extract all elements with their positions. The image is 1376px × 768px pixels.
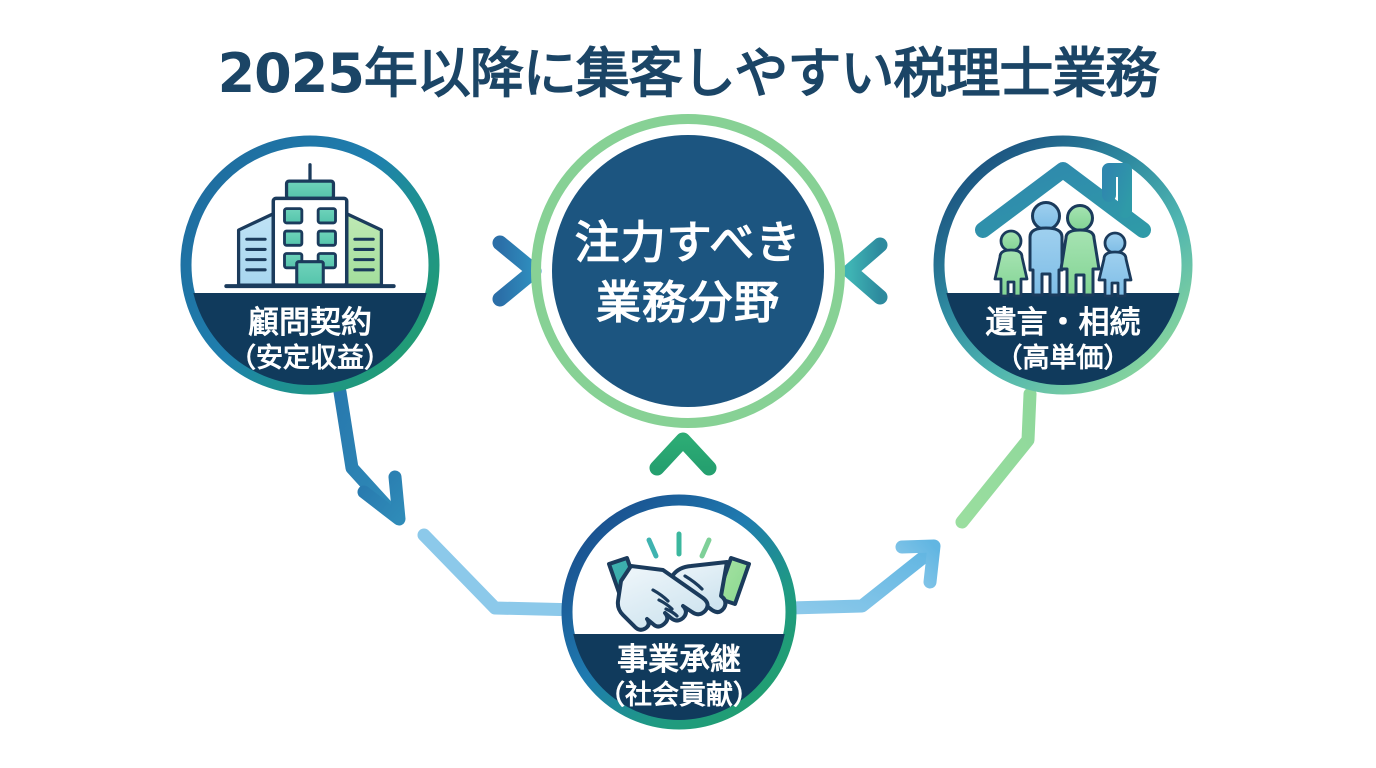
node-center-focus[interactable]: 注力すべき 業務分野: [531, 114, 845, 428]
node-yuigon-sozoku[interactable]: 遺言・相続 （高単価）: [933, 135, 1193, 423]
node-label-jigyo-sub: （社会貢献）: [598, 679, 760, 711]
node-label-komon-main: 顧問契約: [248, 305, 372, 341]
family-father: [1028, 201, 1064, 297]
page-title: 2025年以降に集客しやすい税理士業務: [218, 42, 1161, 105]
center-disc: [552, 135, 824, 407]
node-label-yuigon-sub: （高単価）: [996, 342, 1131, 374]
node-label-komon-sub: （安定収益）: [229, 342, 391, 374]
office-building-icon: [224, 163, 396, 289]
arrow-right-to-center: [842, 237, 946, 305]
family-child-left: [993, 229, 1029, 298]
handshake-sparkles: [646, 531, 712, 559]
house-family-icon: [975, 162, 1151, 298]
arrow-bottom-to-right-connector: [783, 539, 941, 615]
center-outer-ring: [531, 114, 845, 428]
node-label-jigyo-main: 事業承継: [617, 642, 741, 678]
handshake-icon: [607, 531, 751, 632]
center-label-line2: 業務分野: [596, 276, 780, 329]
arrow-left-to-center: [424, 235, 542, 307]
line-right-down-connector: [955, 387, 1037, 529]
line-bottomleft-connector: [417, 528, 587, 617]
family-mother: [1059, 204, 1101, 297]
node-label-yuigon-main: 遺言・相続: [986, 305, 1141, 341]
node-jigyo-shokei[interactable]: 事業承継 （社会貢献）: [561, 494, 797, 754]
arrow-bottom-to-center: [649, 432, 717, 510]
center-label-line1: 注力すべき: [575, 216, 802, 269]
family-child-right: [1097, 231, 1133, 298]
arrow-left-down-connector: [333, 385, 406, 526]
node-komon-keiyaku[interactable]: 顧問契約 （安定収益）: [180, 135, 440, 423]
